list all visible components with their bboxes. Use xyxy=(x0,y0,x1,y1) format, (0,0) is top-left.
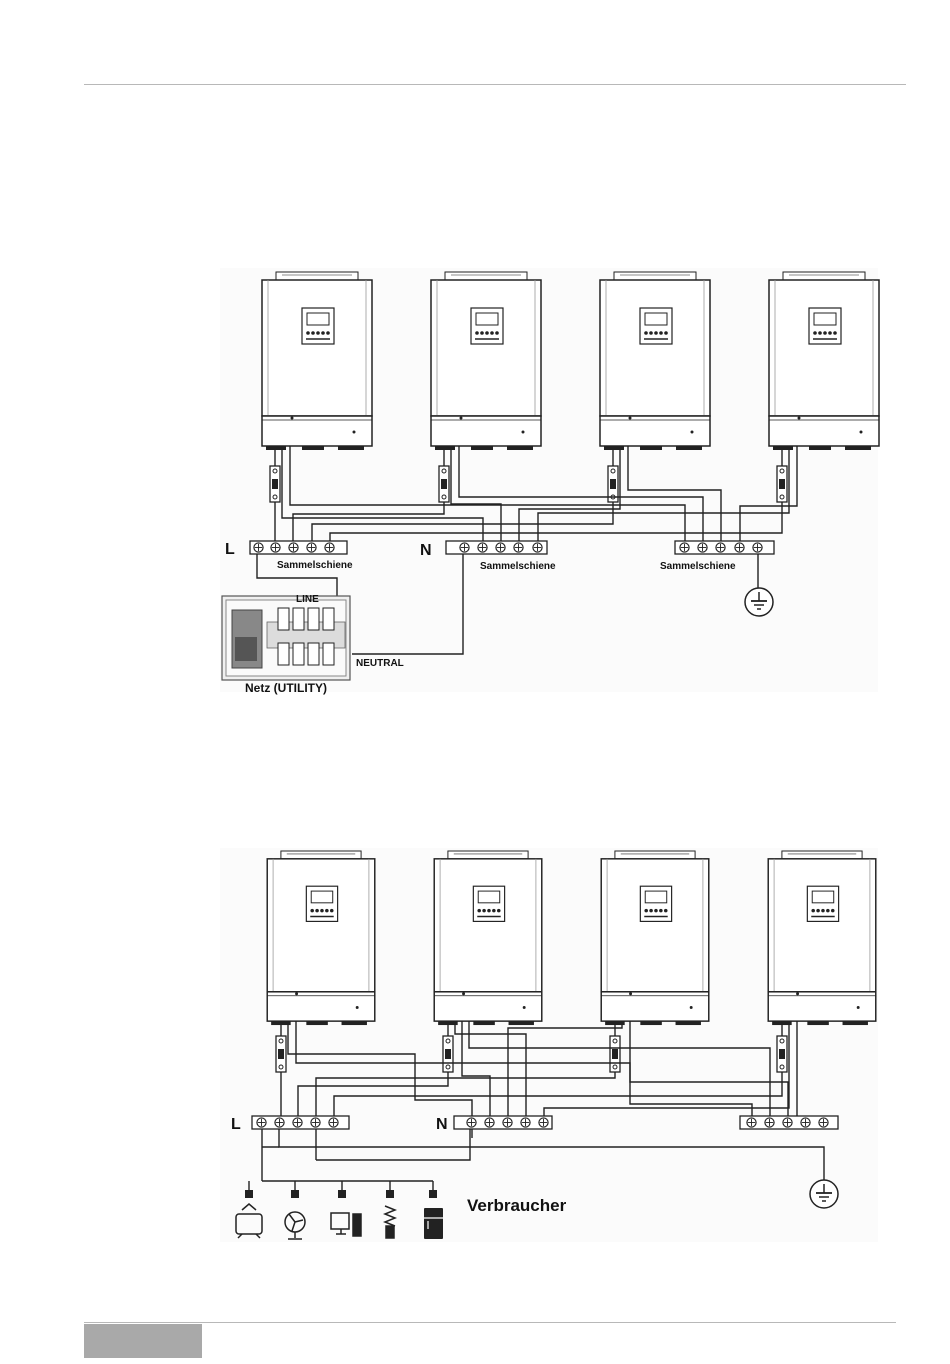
label-L-bottom: L xyxy=(231,1116,241,1133)
breaker-7 xyxy=(610,1036,620,1072)
diagram-load-parallel: L N Verbraucher xyxy=(231,851,876,1239)
inverter-3 xyxy=(600,272,710,450)
ground-icon-2 xyxy=(810,1180,838,1208)
inverter-8 xyxy=(768,851,876,1025)
inverter-2 xyxy=(431,272,541,450)
lamp-icon xyxy=(385,1206,395,1238)
inverter-6 xyxy=(434,851,542,1025)
inverter-5 xyxy=(267,851,375,1025)
diagram-utility-parallel: L N Sammelschiene Sammelschiene Sammelsc… xyxy=(222,272,879,695)
breaker-4 xyxy=(777,466,787,502)
fan-icon xyxy=(285,1212,305,1239)
busbar-label-2: Sammelschiene xyxy=(480,561,556,572)
loads-label: Verbraucher xyxy=(467,1196,567,1215)
line-label: LINE xyxy=(296,594,319,605)
breaker-1 xyxy=(270,466,280,502)
computer-icon xyxy=(331,1213,361,1236)
label-N-bottom: N xyxy=(436,1116,448,1133)
breaker-5 xyxy=(276,1036,286,1072)
breaker-8 xyxy=(777,1036,787,1072)
busbar-label-3: Sammelschiene xyxy=(660,561,736,572)
utility-label: Netz (UTILITY) xyxy=(245,681,327,695)
neutral-label: NEUTRAL xyxy=(356,658,404,669)
inverter-1 xyxy=(262,272,372,450)
inverter-7 xyxy=(601,851,709,1025)
label-N-top: N xyxy=(420,542,432,559)
breaker-6 xyxy=(443,1036,453,1072)
breaker-2 xyxy=(439,466,449,502)
ground-icon xyxy=(745,588,773,616)
fridge-icon xyxy=(424,1208,443,1239)
busbar-label-1: Sammelschiene xyxy=(277,560,353,571)
utility-panel xyxy=(222,596,350,680)
plugs xyxy=(245,1190,437,1198)
wires-bottom xyxy=(249,1021,824,1190)
label-L-top: L xyxy=(225,541,235,558)
inverter-4 xyxy=(769,272,879,450)
tv-icon xyxy=(236,1204,262,1238)
